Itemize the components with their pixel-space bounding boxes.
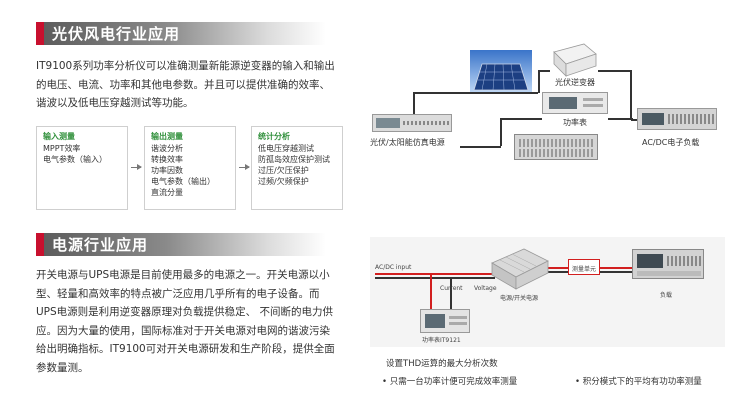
voltage-label: Voltage <box>474 285 497 292</box>
header-accent-bar <box>36 233 44 256</box>
wire <box>630 70 632 120</box>
header-accent-bar <box>36 22 44 45</box>
pv-system-diagram: 光伏逆变器 功率表 光伏/太阳能仿真电源 AC/DC电子负载 <box>360 30 749 160</box>
section-paragraph: IT9100系列功率分析仪可以准确测量新能源逆变器的输入和输出的电压、电流、功率… <box>36 60 335 109</box>
ac-source-cabinet-image <box>514 134 598 160</box>
power-meter-it9121-label: 功率表IT9121 <box>422 337 461 344</box>
load-image <box>632 249 704 279</box>
flow-output-box: 输出测量 谐波分析 转换效率 功率因数 电气参数（输出） 直流分量 <box>144 126 236 210</box>
wire <box>608 118 631 120</box>
thd-note: 设置THD运算的最大分析次数 <box>386 359 498 369</box>
flow-input-head: 输入测量 <box>43 132 75 141</box>
flow-item: 防孤岛效应保护测试 <box>258 155 330 164</box>
avg-power-note: • 积分模式下的平均有功功率测量 <box>575 377 702 387</box>
flow-item: 过频/欠频保护 <box>258 177 309 186</box>
section-title: 光伏风电行业应用 <box>52 25 181 43</box>
flow-item: 电气参数（输出） <box>151 177 215 186</box>
flow-item: 转换效率 <box>151 155 183 164</box>
flow-input-box: 输入测量 MPPT效率 电气参数（输入） <box>36 126 128 210</box>
flow-arrow <box>239 164 250 170</box>
wire <box>500 118 542 120</box>
pv-inverter-image <box>553 43 597 77</box>
flow-item: 低电压穿越测试 <box>258 144 314 153</box>
power-meter-image <box>542 92 608 114</box>
current-label: Current <box>440 285 463 292</box>
power-meter-label: 功率表 <box>563 118 587 127</box>
wire <box>413 92 415 118</box>
load-label: 负载 <box>660 292 673 299</box>
red-wire <box>375 277 495 279</box>
pv-simulator-image <box>372 114 452 132</box>
acdc-load-image <box>637 108 717 130</box>
wire <box>460 146 501 148</box>
measure-unit-box: 测量单元 <box>568 259 600 275</box>
flow-item: 谐波分析 <box>151 144 183 153</box>
flow-item: 功率因数 <box>151 166 183 175</box>
acdc-load-label: AC/DC电子负载 <box>642 138 700 147</box>
power-meter-it9121-image <box>420 309 470 333</box>
pv-simulator-label: 光伏/太阳能仿真电源 <box>370 138 445 147</box>
section-title: 电源行业应用 <box>52 236 149 254</box>
wire <box>538 70 540 93</box>
flow-stats-box: 统计分析 低电压穿越测试 防孤岛效应保护测试 过压/欠压保护 过频/欠频保护 <box>251 126 343 210</box>
flow-stats-head: 统计分析 <box>258 132 290 141</box>
flow-output-head: 输出测量 <box>151 132 183 141</box>
flow-arrow <box>131 164 142 170</box>
section-paragraph: 开关电源与UPS电源是目前使用最多的电源之一。开关电源以小型、轻量和高效率的特点… <box>36 269 335 374</box>
pv-inverter-label: 光伏逆变器 <box>555 78 595 87</box>
red-wire <box>600 267 632 269</box>
red-wire <box>548 267 568 269</box>
single-meter-note: • 只需一台功率计便可完成效率测量 <box>382 377 518 387</box>
measure-unit-label: 测量单元 <box>572 266 597 273</box>
flow-item: 电气参数（输入） <box>43 155 107 164</box>
wire <box>538 70 550 72</box>
section-header-power: 电源行业应用 <box>36 233 326 256</box>
section-header-pv-wind: 光伏风电行业应用 <box>36 22 326 45</box>
solar-panel-image <box>470 50 532 92</box>
acdc-input-label: AC/DC input <box>375 264 412 271</box>
wire <box>631 118 633 120</box>
flow-item: MPPT效率 <box>43 144 81 153</box>
red-wire <box>450 277 452 325</box>
red-wire <box>375 273 495 275</box>
flow-item: 过压/欠压保护 <box>258 166 309 175</box>
wire <box>598 70 630 72</box>
wire <box>413 92 538 94</box>
power-supply-diagram: AC/DC input Current Voltage 电源/开关电源 测量单元… <box>370 237 725 347</box>
red-wire <box>430 273 432 325</box>
switching-psu-image <box>491 248 549 290</box>
wire <box>631 119 637 121</box>
wire <box>500 118 502 146</box>
switch-psu-label: 电源/开关电源 <box>500 295 539 302</box>
flow-item: 直流分量 <box>151 188 183 197</box>
